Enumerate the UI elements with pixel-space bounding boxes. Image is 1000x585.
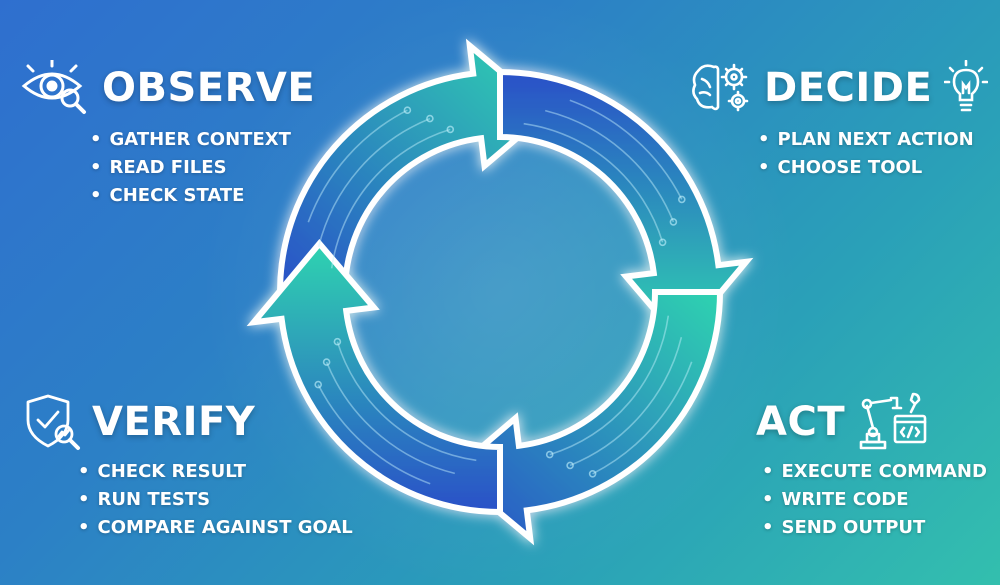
circuit-node bbox=[446, 125, 455, 134]
verify-item: RUN TESTS bbox=[78, 486, 353, 514]
observe-item: READ FILES bbox=[90, 154, 315, 182]
circuit-trace bbox=[523, 122, 664, 243]
verify-item: CHECK RESULT bbox=[78, 458, 353, 486]
observe-title: OBSERVE bbox=[102, 65, 316, 111]
brain-gears-icon bbox=[690, 61, 754, 115]
circuit-trace bbox=[549, 315, 670, 456]
cycle-center bbox=[350, 142, 650, 442]
circuit-trace bbox=[317, 384, 431, 485]
lightbulb-icon bbox=[944, 60, 989, 116]
circuit-trace bbox=[330, 128, 451, 269]
observe-block: OBSERVE GATHER CONTEXT READ FILES CHECK … bbox=[20, 60, 315, 210]
act-item: SEND OUTPUT bbox=[762, 514, 987, 542]
act-title: ACT bbox=[756, 399, 846, 445]
circuit-node bbox=[588, 469, 597, 478]
circuit-node bbox=[426, 114, 434, 123]
circuit-node bbox=[677, 195, 686, 204]
observe-item: GATHER CONTEXT bbox=[90, 126, 315, 154]
circuit-trace bbox=[336, 341, 477, 462]
circuit-trace bbox=[317, 117, 431, 247]
circuit-node bbox=[322, 358, 331, 366]
circuit-node bbox=[545, 450, 554, 459]
arrow-decide-to-act bbox=[497, 68, 754, 346]
circuit-trace bbox=[325, 361, 455, 475]
verify-list: CHECK RESULT RUN TESTS COMPARE AGAINST G… bbox=[78, 458, 353, 542]
decide-list: PLAN NEXT ACTION CHOOSE TOOL bbox=[758, 126, 988, 182]
verify-item: COMPARE AGAINST GOAL bbox=[78, 514, 353, 542]
observe-item: CHECK STATE bbox=[90, 182, 315, 210]
eye-magnifier-icon bbox=[20, 60, 88, 116]
robot-arm-code-icon bbox=[857, 392, 927, 452]
verify-title: VERIFY bbox=[92, 399, 256, 445]
decide-block: DECIDE PLAN NEXT ACTION CHOOSE TOOL bbox=[690, 60, 989, 182]
verify-block: VERIFY CHECK RESULT RUN TESTS COMPARE AG… bbox=[22, 392, 353, 542]
decide-title: DECIDE bbox=[764, 65, 933, 111]
circuit-node bbox=[669, 218, 678, 226]
act-block: ACT EXECUTE COMMAND WRITE CODE SEND OUTP… bbox=[756, 392, 987, 542]
arrow-act-to-verify bbox=[446, 289, 724, 546]
arrow-verify-to-observe bbox=[246, 238, 503, 516]
circuit-node bbox=[658, 238, 667, 247]
act-item: WRITE CODE bbox=[762, 486, 987, 514]
circuit-node bbox=[566, 461, 574, 470]
decide-item: PLAN NEXT ACTION bbox=[758, 126, 988, 154]
act-item: EXECUTE COMMAND bbox=[762, 458, 987, 486]
circuit-node bbox=[333, 337, 342, 346]
act-list: EXECUTE COMMAND WRITE CODE SEND OUTPUT bbox=[762, 458, 987, 542]
circuit-trace bbox=[569, 337, 683, 467]
circuit-trace bbox=[569, 99, 683, 200]
observe-list: GATHER CONTEXT READ FILES CHECK STATE bbox=[90, 126, 315, 210]
circuit-trace bbox=[592, 361, 693, 475]
circuit-node bbox=[314, 380, 323, 389]
shield-check-magnifier-icon bbox=[22, 392, 82, 452]
circuit-node bbox=[403, 106, 412, 114]
circuit-trace bbox=[545, 109, 675, 223]
decide-item: CHOOSE TOOL bbox=[758, 154, 988, 182]
